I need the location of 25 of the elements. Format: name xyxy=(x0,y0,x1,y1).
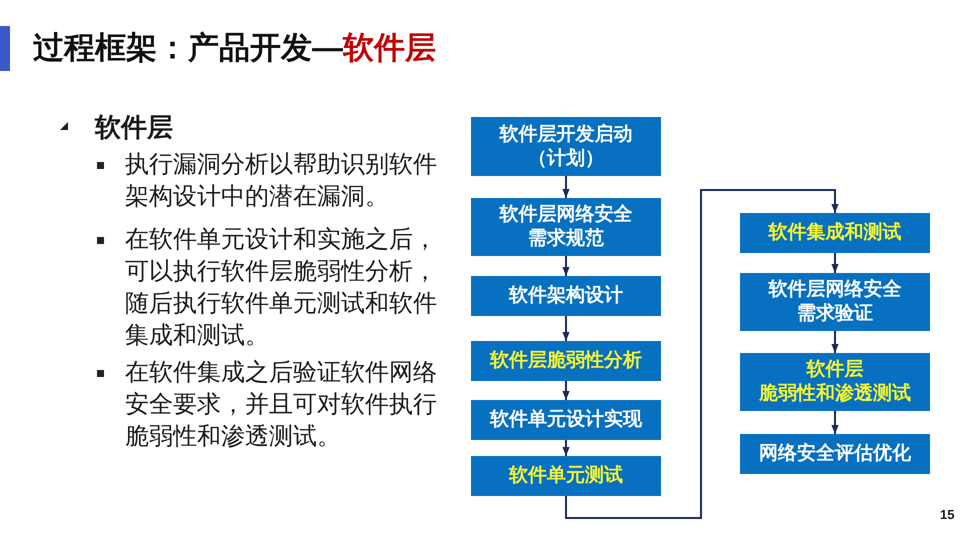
bullet-text: 在软件单元设计和实施之后，可以执行软件层脆弱性分析，随后执行软件单元测试和软件集成和测试。 xyxy=(125,225,438,351)
page-number: 15 xyxy=(940,507,954,523)
arrow xyxy=(831,411,839,434)
process-box: 软件层开发启动（计划） xyxy=(471,117,661,176)
arrow xyxy=(565,189,839,519)
arrow xyxy=(831,331,839,353)
bullet-text: 在软件集成之后验证软件网络安全要求，并且可对软件执行脆弱性和渗透测试。 xyxy=(125,358,438,452)
arrow xyxy=(562,381,570,400)
process-box: 软件架构设计 xyxy=(471,276,661,316)
arrow xyxy=(831,253,839,273)
slide-title: 过程框架：产品开发—软件层 xyxy=(33,29,436,67)
section-heading: 软件层 xyxy=(95,111,173,144)
process-box: 软件单元测试 xyxy=(471,456,661,496)
arrow xyxy=(562,440,570,456)
arrow xyxy=(562,316,570,341)
process-box: 软件层网络安全需求规范 xyxy=(471,198,661,256)
process-box: 网络安全评估优化 xyxy=(740,434,930,474)
arrow xyxy=(562,256,570,276)
arrow xyxy=(562,176,570,198)
process-box: 软件层脆弱性分析 xyxy=(471,341,661,381)
process-box: 软件层脆弱性和渗透测试 xyxy=(740,353,930,411)
bullet-text: 执行漏洞分析以帮助识别软件架构设计中的潜在漏洞。 xyxy=(125,150,438,212)
process-box: 软件层网络安全需求验证 xyxy=(740,273,930,331)
process-box: 软件集成和测试 xyxy=(740,213,930,253)
process-box: 软件单元设计实现 xyxy=(471,400,661,440)
